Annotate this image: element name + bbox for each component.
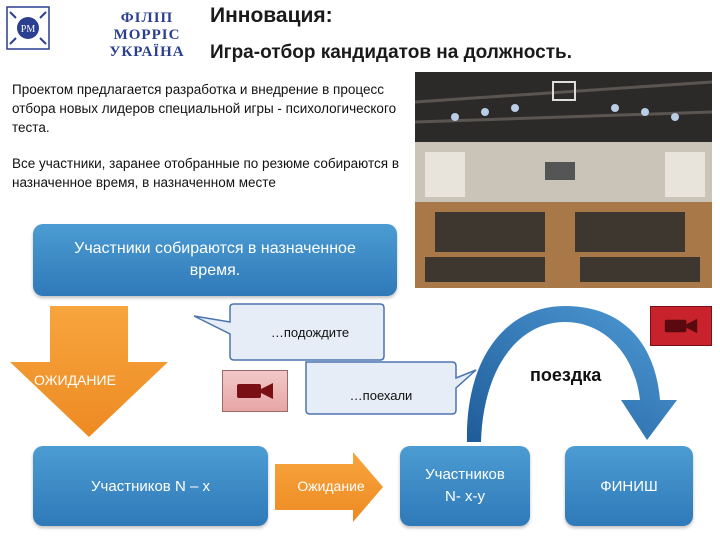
- waiting-right-arrow: [275, 452, 383, 522]
- gym-hall-photo: [415, 72, 712, 288]
- video-camera-icon: [664, 318, 698, 334]
- participants-nxy-line2: N- x-y: [444, 488, 485, 505]
- wait-callout: …подождите: [270, 325, 350, 340]
- go-callout: …поехали: [349, 388, 413, 403]
- wait-callout-shape: [193, 303, 385, 361]
- finish-box: ФИНИШ: [565, 446, 693, 526]
- waiting-down-arrow: [10, 306, 168, 437]
- video-camera-icon: [237, 383, 273, 399]
- svg-text:PM: PM: [21, 24, 36, 35]
- gather-box: Участники собираются в назначенное время…: [33, 224, 397, 296]
- video-camera-button-left[interactable]: [222, 370, 288, 412]
- waiting-label: ОЖИДАНИЕ: [34, 372, 116, 388]
- slide-title: Инновация:: [210, 4, 333, 27]
- paragraph-participants: Все участники, заранее отобранные по рез…: [12, 156, 400, 190]
- participants-n-box: Участников N – x: [33, 446, 268, 526]
- go-callout-shape: [305, 361, 477, 415]
- company-logo-text: ФІЛІП МОРРІС УКРАЇНА: [92, 10, 202, 61]
- logo-text-line2: УКРАЇНА: [109, 44, 185, 60]
- slide-subtitle: Игра-отбор кандидатов на должность.: [210, 42, 572, 63]
- logo-text-line1: ФІЛІП МОРРІС: [113, 10, 181, 43]
- philip-morris-crest-logo: PM: [6, 6, 50, 50]
- participants-nxy-box: Участников N- x-y: [400, 446, 530, 526]
- participants-nxy-line1: Участников: [425, 466, 505, 483]
- trip-curved-arrow: [466, 306, 677, 442]
- paragraph-project: Проектом предлагается разработка и внедр…: [12, 82, 397, 135]
- video-camera-button-right[interactable]: [650, 306, 712, 346]
- waiting-arrow-label: Ожидание: [297, 478, 365, 494]
- trip-label: поездка: [530, 365, 602, 385]
